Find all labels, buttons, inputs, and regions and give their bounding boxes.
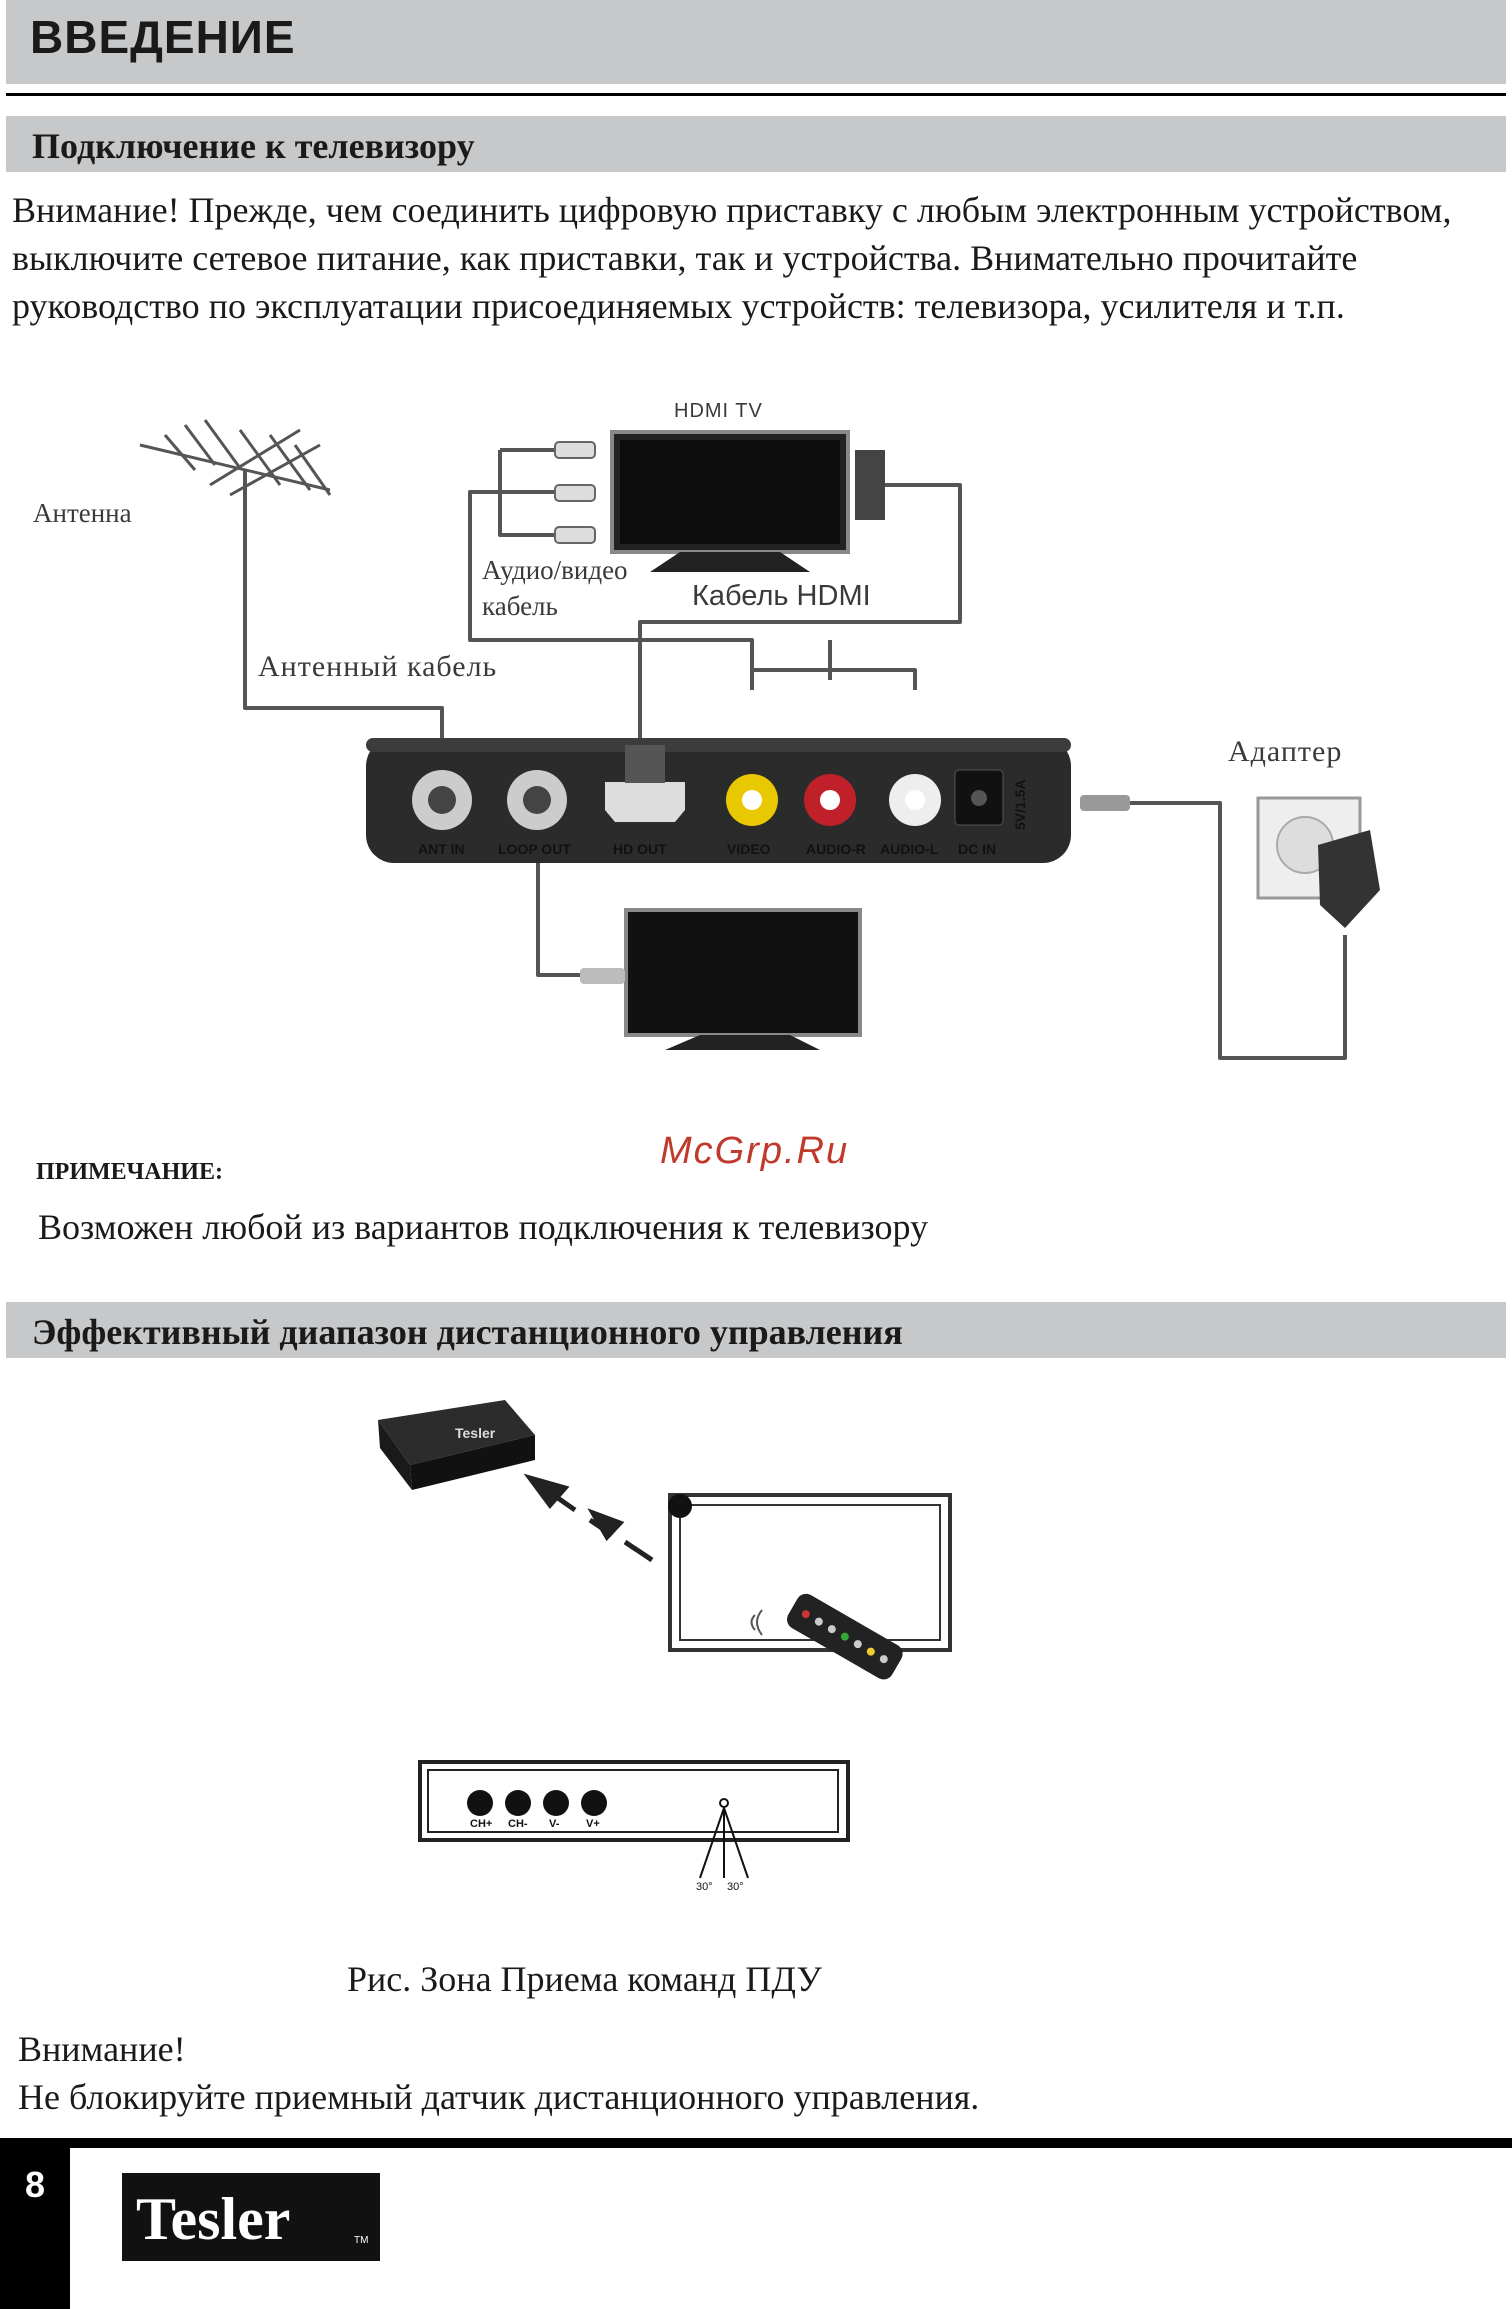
antenna-cable-label: Антенный кабель [258, 650, 498, 683]
svg-text:Tesler: Tesler [136, 2186, 290, 2252]
button-label: V+ [586, 1818, 600, 1830]
intro-paragraph: Внимание! Прежде, чем соединить цифровую… [12, 190, 1452, 326]
section-heading-band: Подключение к телевизору [6, 116, 1506, 172]
note-label: ПРИМЕЧАНИЕ: [36, 1159, 223, 1185]
ch-plus-button [467, 1790, 493, 1816]
hdmi-port [605, 782, 685, 822]
signal-arrow-icon [523, 1473, 654, 1563]
receiver-back-panel [366, 738, 1071, 863]
header-divider [6, 93, 1506, 96]
watermark: McGrp.Ru [660, 1130, 850, 1172]
hdmi-cable-label: Кабель HDMI [692, 580, 871, 612]
av-plugs-icon [554, 441, 596, 544]
power-adapter-icon [1256, 796, 1380, 928]
port-label: VIDEO [727, 841, 771, 857]
warning-block: Внимание! Не блокируйте приемный датчик … [18, 2025, 979, 2121]
button-label: V- [549, 1818, 560, 1830]
ir-wave-icon [750, 1609, 763, 1636]
page-title: ВВЕДЕНИЕ [30, 11, 296, 63]
ir-sensor-icon [719, 1798, 729, 1808]
connection-diagram: ANT IN LOOP OUT HD OUT VIDEO AUDIO-R AUD… [139, 419, 1380, 1060]
section-title-tv-connection: Подключение к телевизору [32, 126, 475, 166]
av-cable-branch [498, 448, 555, 537]
section-title-remote-range: Эффективный диапазон дистанционного упра… [32, 1312, 903, 1352]
angle-right-label: 30° [727, 1881, 744, 1893]
antenna-icon [139, 419, 332, 515]
button-label: CH+ [470, 1818, 492, 1830]
tv-icon [580, 908, 862, 1050]
page-number: 8 [24, 2164, 46, 2205]
warning-title: Внимание! [18, 2029, 186, 2069]
section-heading-band: Эффективный диапазон дистанционного упра… [6, 1302, 1506, 1358]
port-label: DC IN [958, 841, 996, 857]
adapter-label: Адаптер [1228, 735, 1343, 768]
note-text: Возможен любой из вариантов подключения … [38, 1207, 929, 1247]
port-label: ANT IN [418, 841, 465, 857]
v-minus-button [543, 1790, 569, 1816]
tesler-logo: Tesler TM [122, 2173, 380, 2261]
room-frame [668, 1493, 952, 1652]
header-band [6, 0, 1506, 84]
hdmi-cable [638, 483, 962, 745]
cables [243, 448, 1347, 1060]
dc-rating-label: 5V/1.5A [1012, 779, 1028, 830]
av-cable-label-2: кабель [482, 591, 558, 621]
av-cable-4 [830, 668, 917, 690]
button-label: CH- [508, 1818, 528, 1830]
figure-caption: Рис. Зона Приема команд ПДУ [347, 1959, 822, 1999]
ch-minus-button [505, 1790, 531, 1816]
button-labels: CH+ CH- V- V+ [470, 1818, 600, 1830]
port-label: HD OUT [613, 841, 667, 857]
page-number-block [0, 2138, 70, 2309]
hdmi-tv-icon [610, 430, 885, 572]
angle-left-label: 30° [696, 1881, 713, 1893]
port-labels: ANT IN LOOP OUT HD OUT VIDEO AUDIO-R AUD… [418, 841, 996, 857]
loop-cable [536, 820, 580, 977]
warning-text: Не блокируйте приемный датчик дистанцион… [18, 2077, 980, 2117]
remote-range-diagram: Tesler CH+ CH- [378, 1400, 952, 1893]
footer-divider [0, 2138, 1512, 2148]
brand-label: Tesler [455, 1425, 496, 1441]
av-cable-1 [468, 490, 754, 680]
av-cable-label-1: Аудио/видео [482, 555, 628, 585]
antenna-label: Антенна [33, 498, 132, 528]
receiver-icon: Tesler [378, 1400, 535, 1490]
port-label: AUDIO-L [880, 841, 939, 857]
antenna-cable [243, 470, 444, 745]
receiver-front-panel [418, 1759, 850, 1879]
port-label: AUDIO-R [806, 841, 866, 857]
adapter-cable [1130, 801, 1347, 1060]
remote-control-icon [787, 1593, 903, 1680]
v-plus-button [581, 1790, 607, 1816]
av-cable-3 [750, 640, 832, 690]
port-label: LOOP OUT [498, 841, 571, 857]
svg-text:TM: TM [354, 2235, 368, 2246]
dc-plug-icon [1080, 795, 1130, 811]
hdmi-tv-label: HDMI TV [674, 400, 763, 422]
